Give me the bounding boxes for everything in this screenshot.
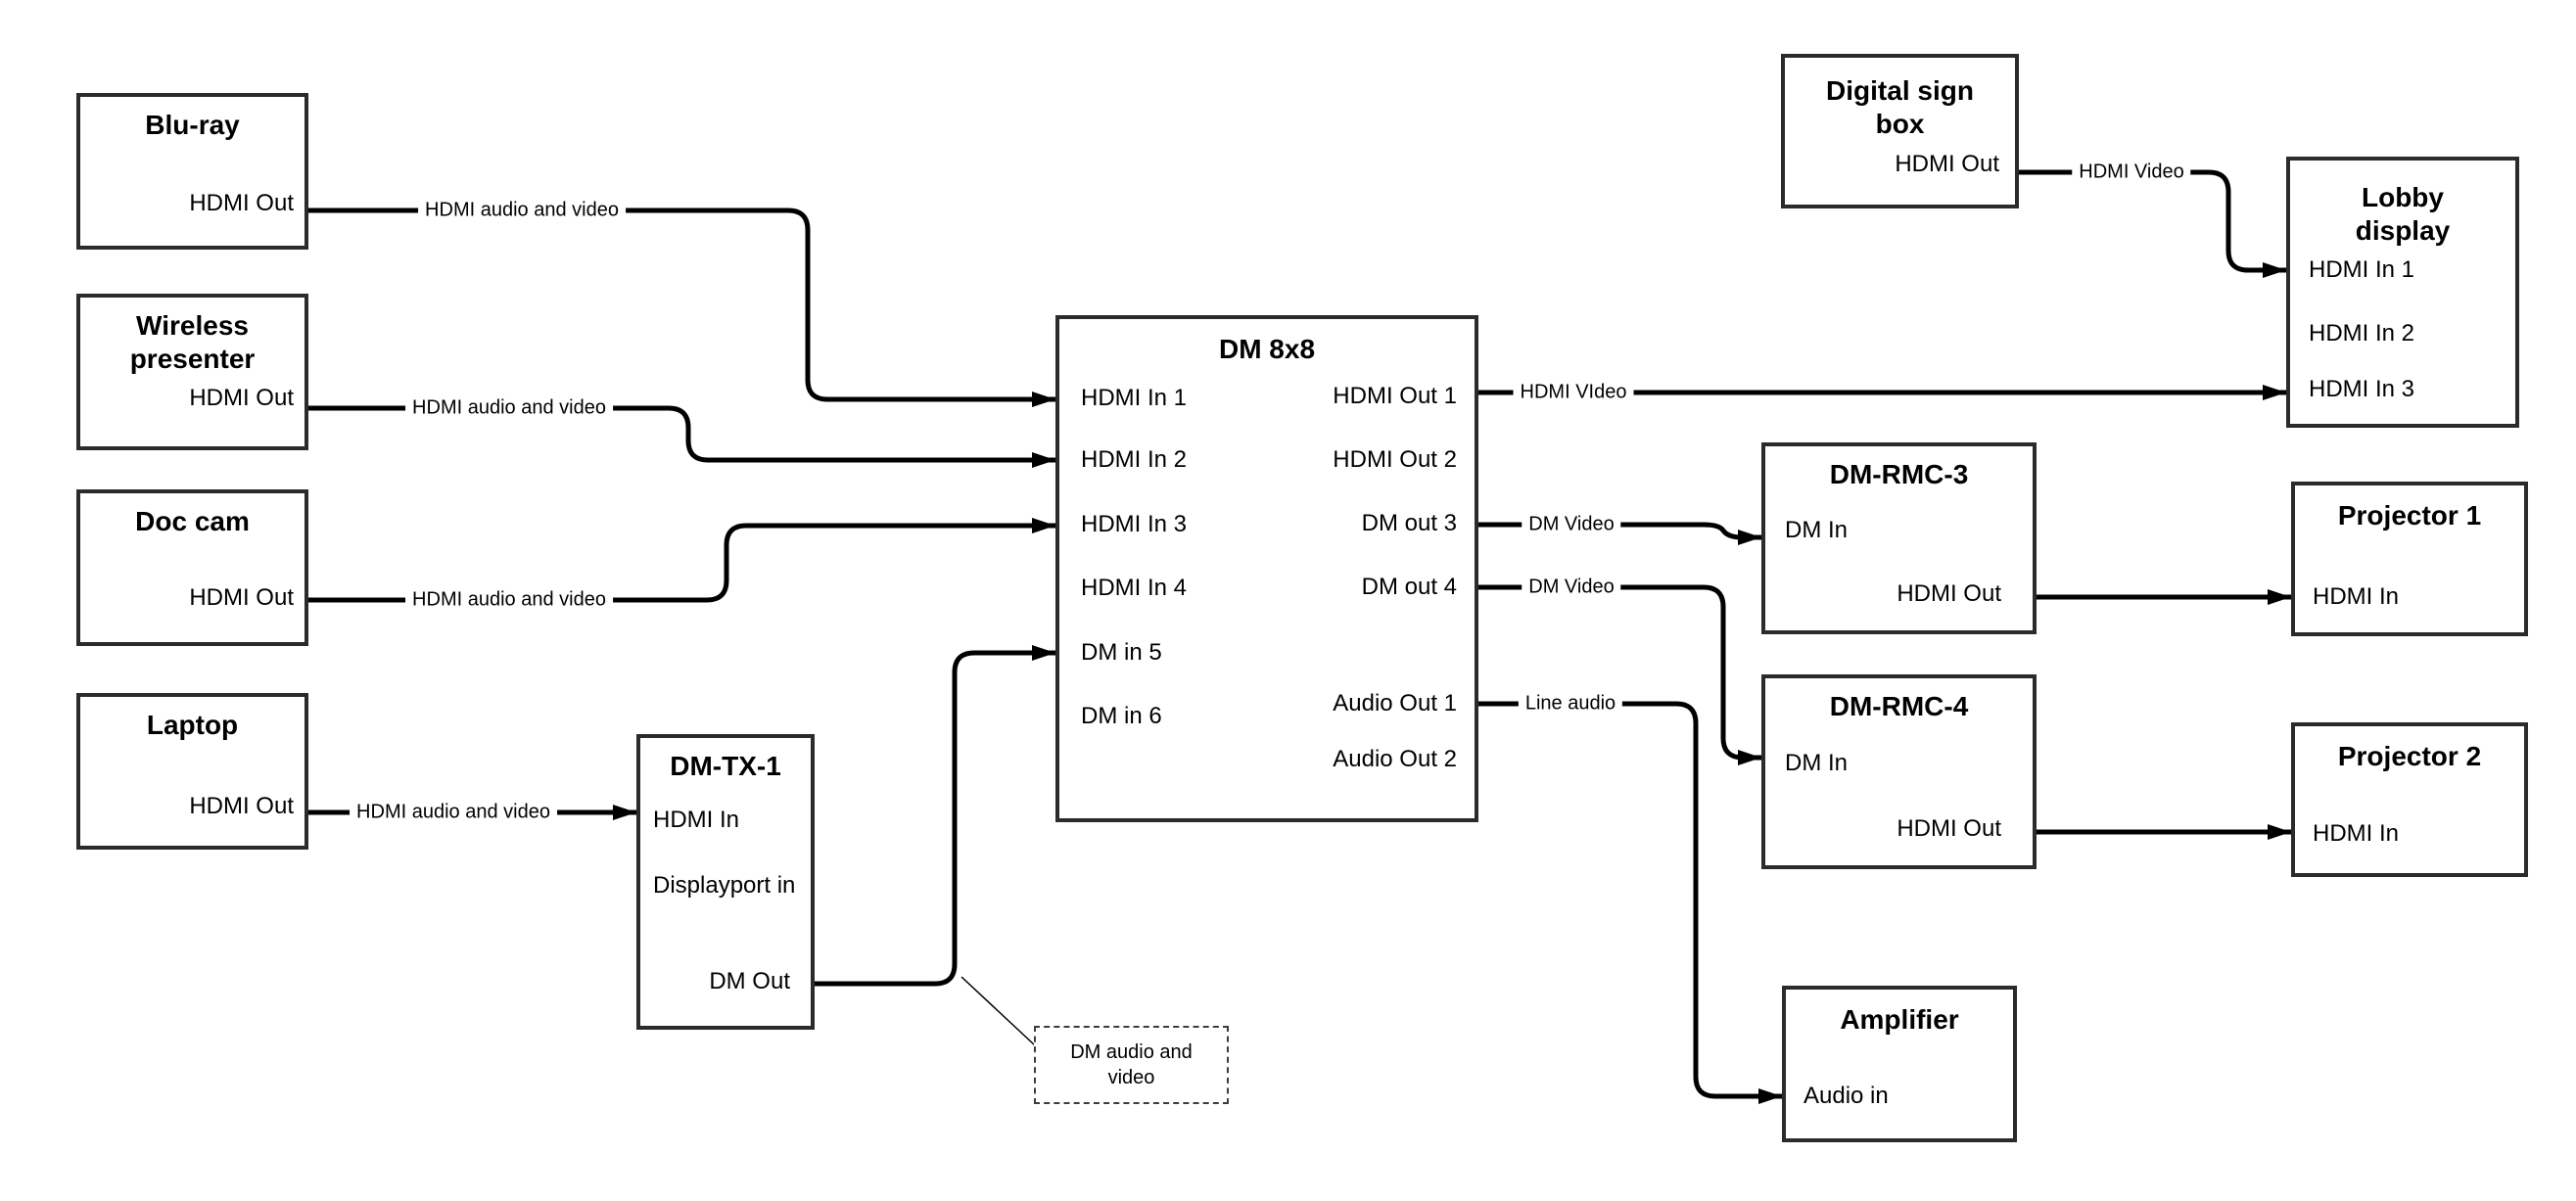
port-hdmi-out: HDMI Out [1897, 815, 2001, 842]
wire-label-hdmi-audio-video-1: HDMI audio and video [418, 199, 626, 222]
wire-dm8x8-out4-to-dmrmc4 [1478, 584, 1761, 765]
port-hdmi-in: HDMI In [653, 807, 740, 833]
node-digital-sign-box: Digital sign box HDMI Out [1781, 54, 2019, 208]
node-blu-ray: Blu-ray HDMI Out [76, 93, 308, 250]
wire-digitalsign-to-lobby-in1 [2019, 169, 2286, 278]
node-dm-rmc-3: DM-RMC-3 DM In HDMI Out [1761, 442, 2037, 634]
wire-label-hdmi-video-sign: HDMI Video [2072, 161, 2191, 184]
port-hdmi-in-3: HDMI In 3 [1081, 511, 1188, 537]
wire-label-hdmi-audio-video-4: HDMI audio and video [350, 801, 557, 824]
port-dm-out: DM Out [709, 968, 790, 994]
port-dm-in-5: DM in 5 [1081, 639, 1162, 666]
wire-label-hdmi-video-out1: HDMI VIdeo [1513, 381, 1634, 404]
node-title: Blu-ray [145, 110, 240, 140]
node-title: DM 8x8 [1218, 334, 1316, 364]
port-hdmi-in-2: HDMI In 2 [2309, 320, 2415, 346]
node-projector-1: Projector 1 HDMI In [2291, 482, 2528, 636]
wire-doccam-to-dm8x8-in3 [308, 518, 1055, 603]
node-title: DM-RMC-3 [1829, 459, 1969, 489]
port-dm-in-6: DM in 6 [1081, 703, 1162, 729]
port-hdmi-in-3: HDMI In 3 [2309, 376, 2415, 402]
port-hdmi-in: HDMI In [2313, 820, 2400, 847]
port-hdmi-in-2: HDMI In 2 [1081, 446, 1188, 473]
port-audio-in: Audio in [1803, 1083, 1889, 1109]
port-dm-out-3: DM out 3 [1361, 510, 1457, 536]
node-amplifier: Amplifier Audio in [1782, 986, 2017, 1142]
node-projector-2: Projector 2 HDMI In [2291, 722, 2528, 877]
port-hdmi-out: HDMI Out [189, 793, 294, 819]
node-doc-cam: Doc cam HDMI Out [76, 489, 308, 646]
port-hdmi-out-1: HDMI Out 1 [1333, 383, 1457, 409]
node-dm-rmc-4: DM-RMC-4 DM In HDMI Out [1761, 674, 2037, 869]
port-hdmi-out: HDMI Out [189, 190, 294, 216]
node-title: Lobby display [2355, 182, 2451, 246]
note-dm-audio-and-video: DM audio and video [1034, 1026, 1229, 1104]
wire-dmtx1-to-dm8x8-in5 [815, 645, 1055, 987]
port-hdmi-in: HDMI In [2313, 583, 2400, 610]
node-title: DM-TX-1 [670, 751, 781, 781]
node-lobby-display: Lobby display HDMI In 1 HDMI In 2 HDMI I… [2286, 157, 2519, 428]
port-hdmi-in-4: HDMI In 4 [1081, 575, 1188, 601]
wire-label-hdmi-audio-video-3: HDMI audio and video [405, 588, 613, 612]
port-dm-in: DM In [1785, 517, 1849, 543]
port-dm-out-4: DM out 4 [1361, 574, 1457, 600]
node-dm-8x8: DM 8x8 HDMI In 1 HDMI In 2 HDMI In 3 HDM… [1055, 315, 1478, 822]
node-title: Projector 2 [2337, 741, 2482, 771]
port-hdmi-in-1: HDMI In 1 [2309, 256, 2415, 283]
wire-dm8x8-out3-to-dmrmc3 [1478, 522, 1761, 545]
port-displayport-in: Displayport in [653, 872, 796, 899]
wire-wireless-to-dm8x8-in2 [308, 405, 1055, 468]
node-title: Projector 1 [2337, 500, 2482, 531]
wire-label-dm-video-out3: DM Video [1522, 513, 1621, 536]
port-audio-out-1: Audio Out 1 [1333, 690, 1457, 716]
wire-label-hdmi-audio-video-2: HDMI audio and video [405, 396, 613, 420]
note-text: DM audio and video [1070, 1041, 1193, 1088]
port-audio-out-2: Audio Out 2 [1333, 746, 1457, 772]
wire-dm8x8-audio1-to-amplifier [1478, 701, 1782, 1104]
node-title: Laptop [146, 710, 239, 740]
node-title: DM-RMC-4 [1829, 691, 1969, 721]
port-hdmi-out: HDMI Out [189, 385, 294, 411]
wire-label-line-audio: Line audio [1518, 692, 1623, 716]
node-wireless-presenter: Wireless presenter HDMI Out [76, 294, 308, 450]
note-callout-line [960, 976, 1036, 1046]
node-dm-tx-1: DM-TX-1 HDMI In Displayport in DM Out [636, 734, 815, 1030]
wire-label-dm-video-out4: DM Video [1522, 576, 1621, 599]
node-title: Digital sign box [1826, 75, 1974, 139]
port-hdmi-out: HDMI Out [189, 584, 294, 611]
node-laptop: Laptop HDMI Out [76, 693, 308, 850]
node-title: Amplifier [1840, 1004, 1959, 1035]
port-hdmi-in-1: HDMI In 1 [1081, 385, 1188, 411]
node-title: Wireless presenter [129, 310, 256, 374]
port-hdmi-out: HDMI Out [1895, 151, 1999, 177]
port-hdmi-out: HDMI Out [1897, 580, 2001, 607]
wire-bluray-to-dm8x8-in1 [308, 208, 1055, 407]
port-dm-in: DM In [1785, 750, 1849, 776]
port-hdmi-out-2: HDMI Out 2 [1333, 446, 1457, 473]
node-title: Doc cam [135, 506, 250, 536]
